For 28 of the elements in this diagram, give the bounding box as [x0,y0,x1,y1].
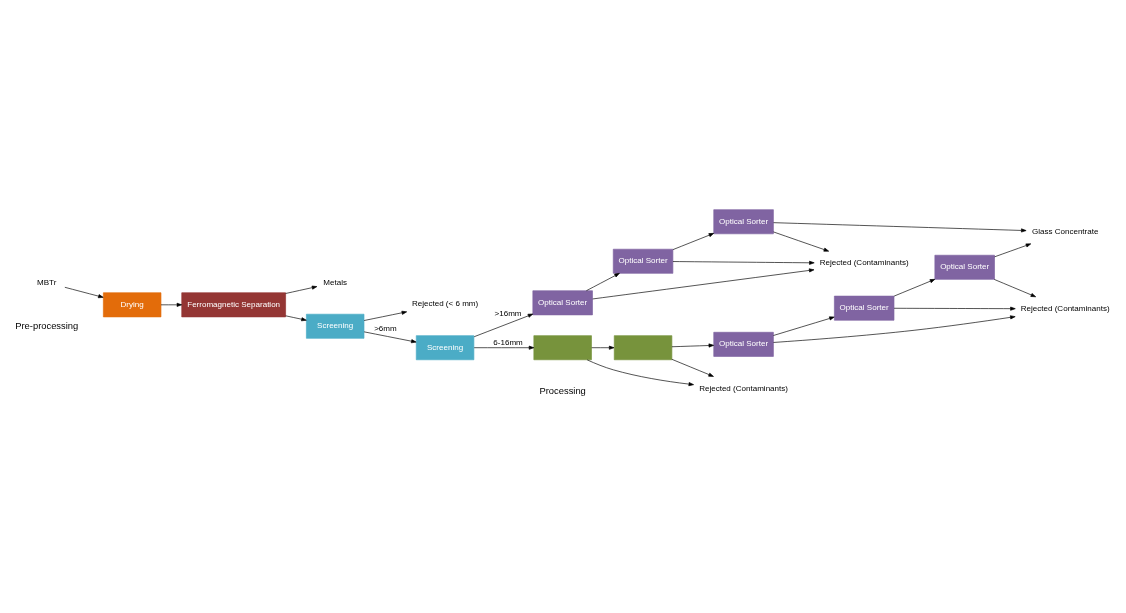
arrow [773,231,830,252]
arrow [285,315,307,322]
arrow [773,315,1016,343]
arrow [586,359,694,387]
arrow [363,310,408,321]
arrow [893,306,1016,311]
arrow [586,273,620,292]
node-box [613,335,673,361]
arrow [672,233,715,250]
arrow [64,286,104,299]
label: Processing [539,385,586,396]
arrow [672,260,815,265]
arrow [994,243,1032,258]
label: Pre-processing [15,320,79,331]
arrow [671,343,714,348]
arrow [363,331,417,344]
arrow [473,345,535,350]
arrow [160,302,183,307]
arrow [473,313,534,338]
arrow [285,285,318,294]
arrow [993,279,1037,298]
arrow [592,268,815,300]
arrow [893,279,936,297]
arrow [773,222,1027,233]
arrow [773,316,835,336]
arrow [671,358,714,377]
node-box [533,335,592,361]
arrow [591,345,615,350]
